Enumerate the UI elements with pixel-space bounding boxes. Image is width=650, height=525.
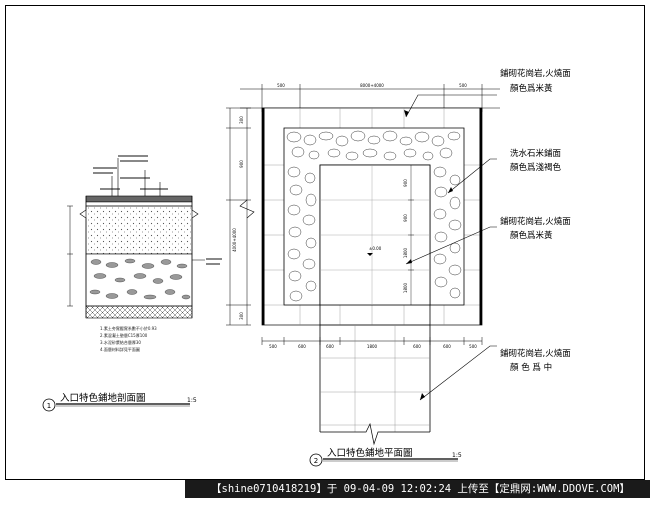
mid-dim-3: 1800 — [403, 247, 408, 258]
mid-dim-4: 1800 — [403, 282, 408, 293]
callout-3-line2: 顏色爲米黃 — [510, 230, 553, 241]
section-number-circle — [42, 398, 56, 412]
left-edge-band — [262, 108, 265, 325]
plan-scale: 1:5 — [452, 452, 462, 459]
plan-number-circle — [309, 453, 323, 467]
bottom-dim-4: 1800 — [367, 344, 378, 349]
callout-labels: 鋪砌花崗岩,火燒面 顏色爲米黃 洗水石米鋪面 顏色爲淺褐色 鋪砌花崗岩,火燒面 … — [500, 68, 571, 373]
section-notes: 1.素土夯實壓實系數不小於0.93 2.素混凝土墊層C15厚100 3.水泥砂漿… — [100, 325, 157, 352]
level-mark: ±0.00 — [369, 246, 382, 251]
section-right-label — [192, 258, 222, 265]
section-labels — [93, 155, 168, 190]
bottom-dim-7: 500 — [469, 344, 477, 349]
section-scale: 1:5 — [187, 397, 197, 404]
top-dim-2: 8000+4000 — [360, 83, 384, 88]
callout-4-line1: 鋪砌花崗岩,火燒面 — [500, 348, 571, 359]
bottom-dim-5: 600 — [413, 344, 421, 349]
note-4: 4.面層材料詳見平面圖 — [100, 346, 140, 352]
bottom-dim-2: 600 — [298, 344, 306, 349]
note-2: 2.素混凝土墊層C15厚100 — [100, 332, 148, 338]
callout-3-line1: 鋪砌花崗岩,火燒面 — [500, 216, 571, 227]
pebble-stones — [286, 130, 462, 302]
concrete-layer — [85, 205, 193, 255]
plan-break-mark — [239, 199, 255, 219]
bottom-dim-1: 500 — [269, 344, 277, 349]
watermark-bar: 【shine0710418219】于 09-04-09 12:02:24 上传至… — [185, 480, 650, 498]
right-edge-band — [479, 108, 482, 325]
callout-4-line2: 顏 色 爲 中 — [510, 362, 552, 373]
callout-2-line2: 顏色爲淺褐色 — [510, 162, 562, 173]
callout-arrows — [404, 110, 453, 400]
callout-leaders — [405, 94, 497, 401]
top-dim-1: 500 — [277, 83, 285, 88]
entrance-path — [319, 305, 431, 446]
top-dim-3: 500 — [459, 83, 467, 88]
left-dim-3: 4000+4000 — [232, 228, 237, 252]
callout-1-line2: 顏色爲米黃 — [510, 83, 553, 94]
mid-dim-2: 900 — [403, 214, 408, 222]
footer: 【shine0710418219】于 09-04-09 12:02:24 上传至… — [0, 480, 650, 525]
paving-layer — [85, 195, 193, 203]
section-title: 入口特色鋪地剖面圖 — [60, 392, 146, 404]
level-marker-icon — [367, 253, 373, 256]
right-break-mark — [191, 196, 199, 318]
note-1: 1.素土夯實壓實系數不小於0.93 — [100, 325, 157, 331]
section-detail: 1.素土夯實壓實系數不小於0.93 2.素混凝土墊層C15厚100 3.水泥砂漿… — [42, 155, 222, 412]
left-dim-4: 300 — [239, 312, 244, 320]
bottom-dim-6: 600 — [443, 344, 451, 349]
gravel-layer — [85, 253, 193, 307]
left-break-mark — [79, 196, 87, 318]
plan-number: 2 — [314, 457, 318, 465]
plan-drawing: 500 8000+4000 500 300 900 4000+4000 300 — [226, 68, 571, 467]
section-leaders — [111, 158, 161, 196]
bottom-dim-3: 600 — [326, 344, 334, 349]
mortar-layer — [85, 201, 193, 207]
section-dimension — [67, 205, 73, 307]
gravel-stones — [89, 258, 191, 300]
left-dim-2: 900 — [239, 160, 244, 168]
left-dim-1: 300 — [239, 116, 244, 124]
inner-dimensions — [408, 165, 414, 305]
section-number: 1 — [47, 402, 51, 410]
soil-layer — [85, 305, 193, 319]
note-3: 3.水泥砂漿結合層厚30 — [100, 339, 141, 345]
plan-left-dimensions — [226, 107, 251, 326]
plan-title: 入口特色鋪地平面圖 — [327, 447, 413, 459]
mid-dim-1: 900 — [403, 179, 408, 187]
callout-1-line1: 鋪砌花崗岩,火燒面 — [500, 68, 571, 79]
callout-2-line1: 洗水石米鋪面 — [510, 148, 562, 159]
